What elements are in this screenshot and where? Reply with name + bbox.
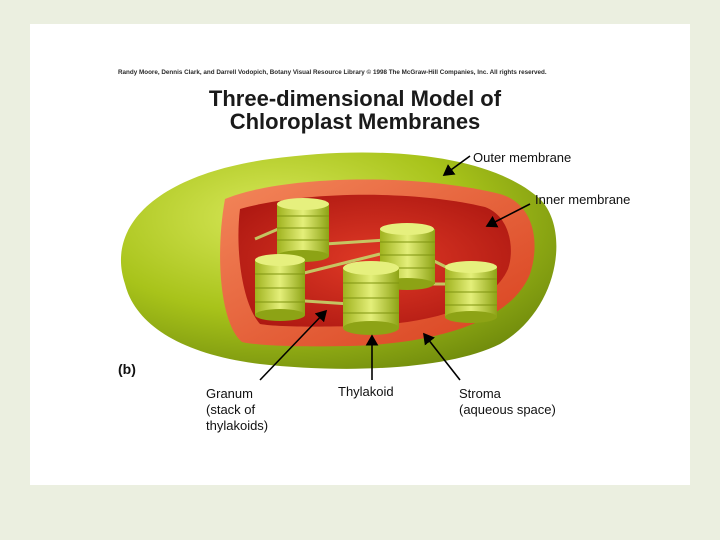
- title-line-1: Three-dimensional Model of: [208, 86, 502, 111]
- outer-membrane-arrow: [442, 155, 471, 176]
- outer-membrane-label: Outer membrane: [473, 150, 572, 165]
- diagram-title: Three-dimensional Model of Chloroplast M…: [165, 87, 545, 133]
- slide-canvas: Randy Moore, Dennis Clark, and Darrell V…: [30, 24, 690, 485]
- granum-stack-1: [277, 198, 329, 262]
- granum-arrow: [259, 309, 328, 381]
- stroma-arrow: [423, 332, 461, 381]
- granum-stack-5: [445, 261, 497, 323]
- granum-stack-3: [255, 254, 305, 321]
- inner-membrane-label: Inner membrane: [535, 192, 631, 207]
- lamella: [299, 252, 381, 276]
- inner-membrane-arrow: [485, 203, 531, 228]
- title-line-2: Chloroplast Membranes: [229, 109, 481, 134]
- thylakoid-label: Thylakoid: [338, 384, 394, 399]
- chloroplast-illustration: [120, 152, 557, 381]
- stroma-label: Stroma (aqueous space): [459, 386, 556, 417]
- copyright-credit: Randy Moore, Dennis Clark, and Darrell V…: [118, 69, 547, 76]
- granum-stack-4: [343, 261, 399, 335]
- granum-label: Granum (stack of thylakoids): [206, 386, 269, 433]
- panel-label: (b): [118, 361, 136, 377]
